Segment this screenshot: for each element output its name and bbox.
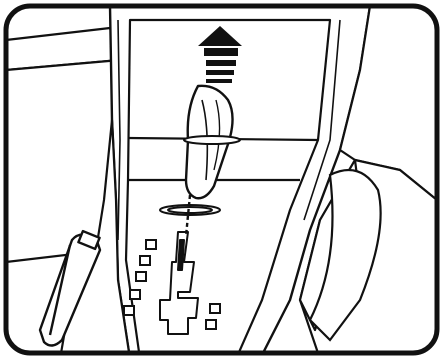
gate-slot — [145, 239, 157, 250]
console-bolster-right — [308, 168, 382, 342]
shift-boot-ring — [159, 204, 221, 216]
shift-gate-channel — [159, 231, 199, 335]
gate-slot — [135, 271, 147, 282]
console-trim-lines — [117, 19, 341, 241]
gate-slot — [129, 289, 141, 300]
gate-slot — [123, 305, 135, 316]
gate-slot — [209, 303, 221, 314]
handbrake-lever — [38, 229, 102, 347]
arrow-up-icon — [198, 26, 242, 83]
gate-slot — [139, 255, 151, 266]
frame-border — [3, 3, 440, 356]
gate-slot — [205, 319, 217, 330]
gear-knob-collar — [183, 135, 241, 145]
shift-gate-slots — [123, 239, 221, 330]
